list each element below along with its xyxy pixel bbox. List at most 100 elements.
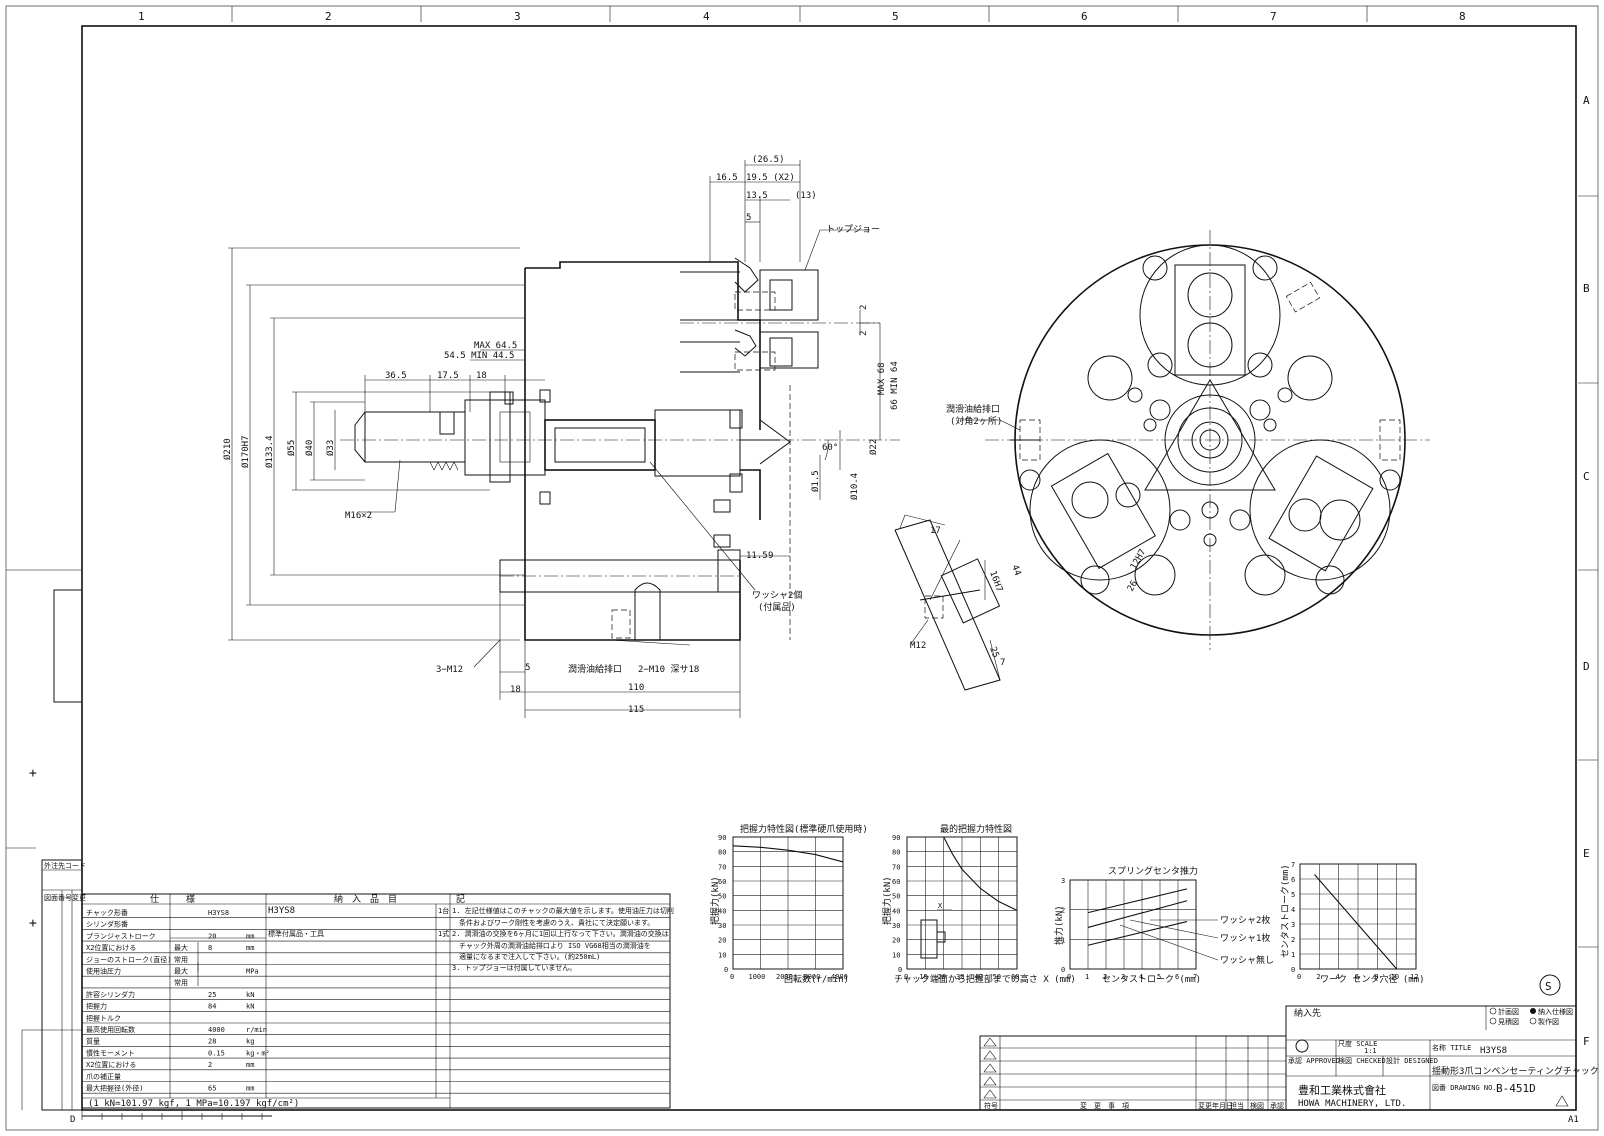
spec-unit-3: mm bbox=[246, 944, 254, 952]
chart4-xtick: 10 bbox=[1391, 973, 1399, 981]
svg-text:MAX 64.5: MAX 64.5 bbox=[474, 341, 517, 351]
chart2-ytick: 70 bbox=[892, 863, 900, 871]
chart3-label-2: ワッシャ2枚 bbox=[1220, 914, 1270, 926]
spec-value-10: 4000 bbox=[208, 1026, 225, 1034]
chart2-xtick: 0 bbox=[904, 973, 908, 981]
svg-text:16H7: 16H7 bbox=[987, 570, 1004, 594]
svg-text:17.5: 17.5 bbox=[437, 371, 459, 381]
svg-text:13.5: 13.5 bbox=[746, 191, 768, 201]
svg-text:Ø40: Ø40 bbox=[304, 440, 315, 456]
scale-label: 尺度 SCALE bbox=[1338, 1039, 1377, 1048]
chart4-xtick: 4 bbox=[1336, 973, 1340, 981]
spec-value-8: 84 bbox=[208, 1003, 216, 1011]
chart2-xtick: 30 bbox=[956, 973, 964, 981]
svg-text:25: 25 bbox=[987, 646, 1000, 660]
spec-label-9: 把握トルク bbox=[86, 1013, 121, 1022]
svg-text:承認: 承認 bbox=[1270, 1101, 1284, 1110]
side-section-view bbox=[228, 160, 900, 718]
svg-text:担当: 担当 bbox=[1230, 1101, 1244, 1110]
chart4-series-0 bbox=[1314, 874, 1398, 970]
chart2-ytick: 80 bbox=[892, 849, 900, 857]
col-5: 5 bbox=[892, 10, 899, 23]
svg-text:潤滑油給排口: 潤滑油給排口 bbox=[568, 663, 622, 675]
row-A: A bbox=[1583, 94, 1590, 107]
svg-text:符号: 符号 bbox=[984, 1101, 998, 1110]
chart4-xtick: 2 bbox=[1316, 973, 1320, 981]
svg-text:18: 18 bbox=[476, 371, 487, 381]
svg-text:潤滑油給排口: 潤滑油給排口 bbox=[946, 403, 1000, 415]
spec-label-3: X2位置における bbox=[86, 943, 136, 952]
spec-label-7: 許容シリンダ力 bbox=[86, 990, 135, 999]
spec-unit-7: kN bbox=[246, 991, 254, 999]
notes-header: 記 bbox=[456, 893, 465, 905]
note-line-1: 条件およびワーク剛性を考慮のうえ、貴社にて決定願います。 bbox=[452, 918, 654, 927]
svg-text:X: X bbox=[938, 902, 943, 910]
chart1-xtick: 1000 bbox=[749, 973, 766, 981]
chart1-xlabel: 回転数(r/min) bbox=[784, 973, 849, 985]
svg-text:19.5 (X2): 19.5 (X2) bbox=[746, 173, 795, 183]
title-label: 名称 TITLE bbox=[1432, 1043, 1471, 1052]
title-block: 納入先 計画図 見積図 納入仕様図 製作図 尺度 SCALE 1:1 承認 AP… bbox=[1285, 1005, 1599, 1111]
spec-label-14: 爪の補正量 bbox=[86, 1072, 121, 1081]
chart4-xlabel: ワーク センタ穴径 (mm) bbox=[1320, 973, 1425, 985]
chart2-ytick: 60 bbox=[892, 878, 900, 886]
side-view-dimension-labels: (26.5) 16.5 19.5 (X2) 13.5 (13) 5 トップジョー… bbox=[222, 155, 900, 715]
notes: 1. 左記仕様値はこのチャックの最大値を示します。使用油圧力は切削 条件およびワ… bbox=[452, 906, 674, 972]
svg-text:S: S bbox=[1545, 980, 1552, 993]
spec-label-12: 慣性モーメント bbox=[86, 1048, 135, 1057]
revision-table: 符号 変 更 事 項 変更年月日 担当 検図 承認 bbox=[979, 1035, 1287, 1111]
checked-label: 検図 CHECKED bbox=[1338, 1056, 1386, 1065]
chart2-ytick: 30 bbox=[892, 922, 900, 930]
chart4-ytick: 6 bbox=[1291, 876, 1295, 884]
chart4-ytick: 1 bbox=[1291, 951, 1295, 959]
col-6: 6 bbox=[1081, 10, 1088, 23]
spec-label-2: プランジャストローク bbox=[86, 932, 156, 940]
model-number: H3YS8 bbox=[1480, 1046, 1507, 1056]
chart3-frame bbox=[1069, 879, 1197, 970]
corner-br: A1 bbox=[1568, 1115, 1579, 1125]
svg-text:ワッシャ2個: ワッシャ2個 bbox=[752, 589, 802, 601]
chart4-xtick: 8 bbox=[1374, 973, 1378, 981]
svg-text:17: 17 bbox=[930, 526, 941, 536]
svg-text:Ø1.5: Ø1.5 bbox=[810, 470, 821, 492]
chart1-ytick: 10 bbox=[718, 951, 726, 959]
spec-value-15: 65 bbox=[208, 1085, 216, 1093]
chart3-label-1: ワッシャ1枚 bbox=[1220, 932, 1270, 944]
spec-label-8: 把握力 bbox=[86, 1002, 107, 1011]
svg-text:M12: M12 bbox=[910, 641, 926, 651]
chart3-series-0 bbox=[1087, 888, 1188, 914]
svg-text:115: 115 bbox=[628, 705, 644, 715]
chart2-ylabel: 把握力(kN) bbox=[881, 876, 893, 925]
svg-text:66 MIN 64: 66 MIN 64 bbox=[890, 361, 900, 410]
chart2-xlabel: チャック端面から把握部までの高さ X (mm) bbox=[894, 973, 1076, 985]
chart2-ytick: 20 bbox=[892, 937, 900, 945]
spec-unit-5: MPa bbox=[246, 968, 259, 976]
svg-text:12H7: 12H7 bbox=[1129, 548, 1149, 572]
chart1-title: 把握力特性図(標準硬爪使用時) bbox=[740, 823, 868, 835]
drawing-frame bbox=[81, 25, 1577, 1111]
chart3-xtick: 0 bbox=[1067, 973, 1071, 981]
note-line-5: 3. トップジョーは付属していません。 bbox=[452, 963, 576, 972]
chart3-xlabel: センタストローク (mm) bbox=[1102, 974, 1201, 985]
chart1-ytick: 50 bbox=[718, 893, 726, 901]
corner-bl: D bbox=[70, 1115, 75, 1125]
chart3-ytick: 1 bbox=[1061, 936, 1065, 944]
svg-text:5: 5 bbox=[746, 213, 751, 223]
spec-value-3: 8 bbox=[208, 944, 212, 952]
svg-text:(13): (13) bbox=[795, 191, 817, 201]
chart3-ylabel: 推力(kN) bbox=[1053, 905, 1065, 945]
svg-text:9: 9 bbox=[768, 551, 773, 561]
chart1-xtick: 2000 bbox=[776, 973, 793, 981]
col-4: 4 bbox=[703, 10, 710, 23]
svg-text:Ø22: Ø22 bbox=[868, 439, 879, 455]
svg-text:Ø210: Ø210 bbox=[222, 438, 233, 460]
delivery-qty-0: 1台 bbox=[438, 906, 449, 915]
check-estimate: 見積図 bbox=[1498, 1017, 1519, 1026]
note-line-4: 適量になるまで注入して下さい。(約250mL) bbox=[452, 952, 600, 961]
svg-text:54.5 MIN 44.5: 54.5 MIN 44.5 bbox=[444, 351, 514, 361]
note-line-2: 2. 潤滑油の交換を6ヶ月に1回以上行なって下さい。潤滑油の交換は bbox=[452, 929, 669, 938]
svg-text:60°: 60° bbox=[822, 443, 838, 453]
svg-text:Ø133.4: Ø133.4 bbox=[264, 435, 275, 468]
